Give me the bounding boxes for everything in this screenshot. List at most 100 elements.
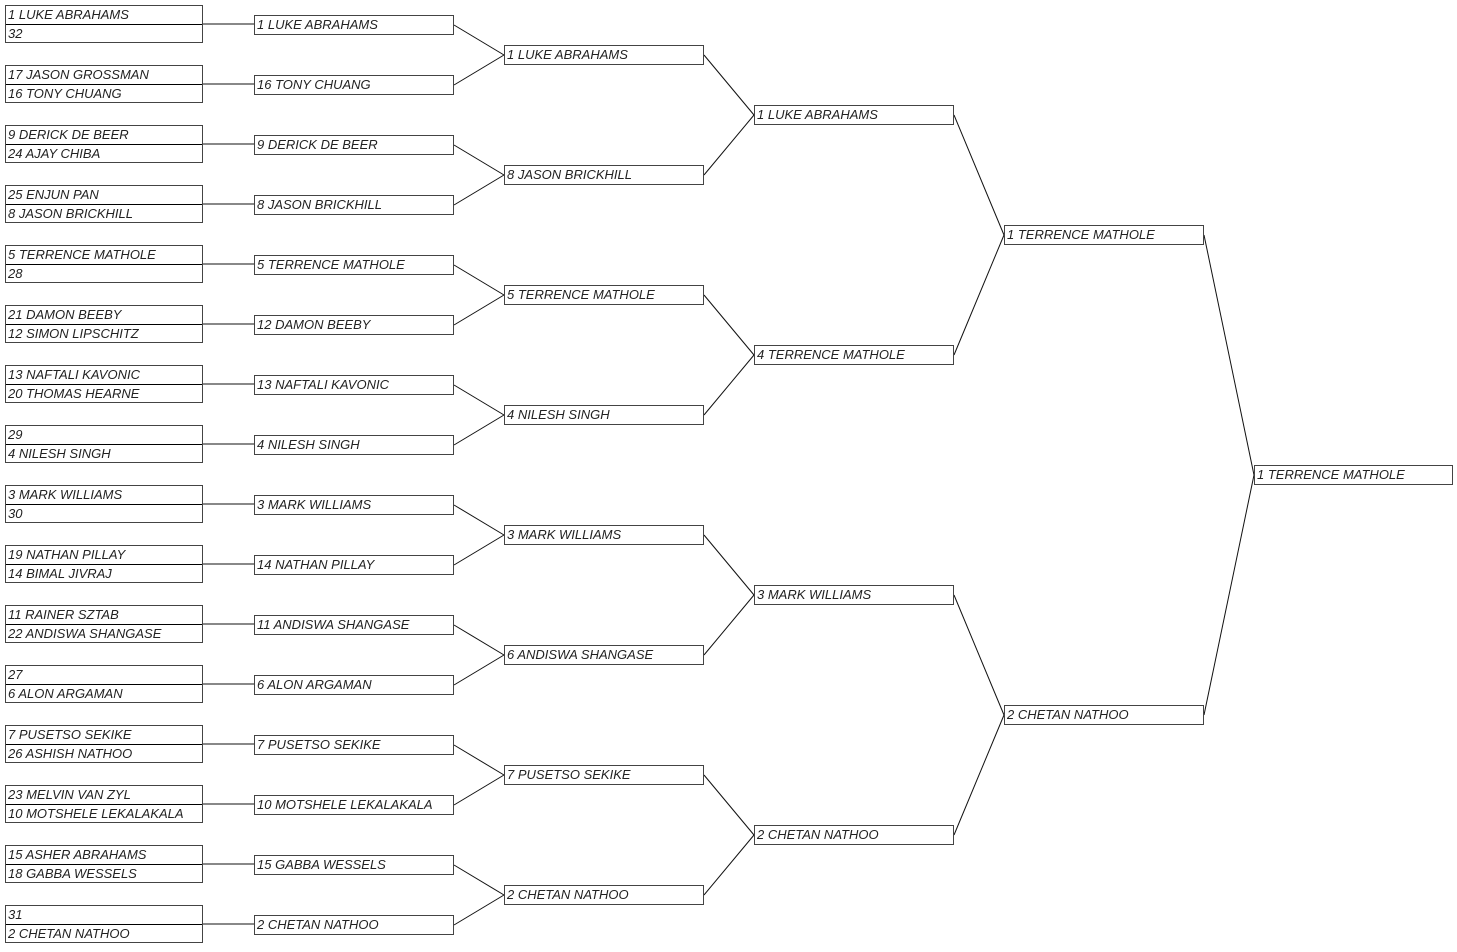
- match-slot: 9 DERICK DE BEER: [6, 126, 202, 145]
- round-5-box: 2 CHETAN NATHOO: [1004, 705, 1204, 725]
- player-name: 18 GABBA WESSELS: [8, 866, 137, 881]
- round-4-box: 1 LUKE ABRAHAMS: [754, 105, 954, 125]
- player-name: 8 JASON BRICKHILL: [507, 167, 632, 182]
- player-name: 4 TERRENCE MATHOLE: [757, 347, 905, 362]
- player-name: 1 LUKE ABRAHAMS: [507, 47, 628, 62]
- player-name: 12 SIMON LIPSCHITZ: [8, 326, 139, 341]
- player-name: 23 MELVIN VAN ZYL: [8, 787, 131, 802]
- first-round-match: 15 ASHER ABRAHAMS 18 GABBA WESSELS: [5, 845, 203, 883]
- round-2-box: 14 NATHAN PILLAY: [254, 555, 454, 575]
- player-name: 2 CHETAN NATHOO: [757, 827, 879, 842]
- match-slot: 29: [6, 426, 202, 445]
- connector-line: [703, 594, 755, 656]
- match-slot: 11 RAINER SZTAB: [6, 606, 202, 625]
- first-round-match: 29 4 NILESH SINGH: [5, 425, 203, 463]
- connector-line: [703, 534, 755, 596]
- round-2-box: 2 CHETAN NATHOO: [254, 915, 454, 935]
- player-name: 24 AJAY CHIBA: [8, 146, 101, 161]
- player-name: 16 TONY CHUANG: [8, 86, 122, 101]
- player-name: 9 DERICK DE BEER: [257, 137, 378, 152]
- player-name: 32: [8, 26, 23, 41]
- player-name: 2 CHETAN NATHOO: [507, 887, 629, 902]
- round-3-box: 1 LUKE ABRAHAMS: [504, 45, 704, 65]
- match-slot: 23 MELVIN VAN ZYL: [6, 786, 202, 805]
- connector-line: [703, 834, 755, 896]
- player-name: 1 TERRENCE MATHOLE: [1007, 227, 1155, 242]
- round-3-box: 8 JASON BRICKHILL: [504, 165, 704, 185]
- player-name: 5 TERRENCE MATHOLE: [257, 257, 405, 272]
- player-name: 3 MARK WILLIAMS: [8, 487, 123, 502]
- connector-line: [1203, 474, 1255, 716]
- round-2-box: 3 MARK WILLIAMS: [254, 495, 454, 515]
- player-name: 8 JASON BRICKHILL: [8, 206, 133, 221]
- round-4-box: 2 CHETAN NATHOO: [754, 825, 954, 845]
- round-2-box: 10 MOTSHELE LEKALAKALA: [254, 795, 454, 815]
- player-name: 15 ASHER ABRAHAMS: [8, 847, 147, 862]
- match-slot: 27: [6, 666, 202, 685]
- match-slot: 5 TERRENCE MATHOLE: [6, 246, 202, 265]
- champion-box: 1 TERRENCE MATHOLE: [1254, 465, 1453, 485]
- match-slot: 3 MARK WILLIAMS: [6, 486, 202, 505]
- round-2-box: 1 LUKE ABRAHAMS: [254, 15, 454, 35]
- player-name: 22 ANDISWA SHANGASE: [8, 626, 162, 641]
- player-name: 13 NAFTALI KAVONIC: [257, 377, 389, 392]
- connector-line: [453, 54, 505, 86]
- round-4-box: 3 MARK WILLIAMS: [754, 585, 954, 605]
- connector-line: [453, 894, 505, 926]
- player-name: 8 JASON BRICKHILL: [257, 197, 382, 212]
- player-name: 27: [8, 667, 23, 682]
- match-slot: 15 ASHER ABRAHAMS: [6, 846, 202, 865]
- connector-line: [453, 774, 505, 806]
- connector-line: [703, 114, 755, 176]
- match-slot: 16 TONY CHUANG: [6, 85, 202, 103]
- match-slot: 10 MOTSHELE LEKALAKALA: [6, 805, 202, 823]
- player-name: 12 DAMON BEEBY: [257, 317, 371, 332]
- match-slot: 20 THOMAS HEARNE: [6, 385, 202, 403]
- player-name: 10 MOTSHELE LEKALAKALA: [8, 806, 184, 821]
- player-name: 21 DAMON BEEBY: [8, 307, 122, 322]
- connector-line: [453, 144, 505, 176]
- player-name: 13 NAFTALI KAVONIC: [8, 367, 140, 382]
- connector-line: [453, 24, 505, 56]
- connector-line: [453, 864, 505, 896]
- round-3-box: 2 CHETAN NATHOO: [504, 885, 704, 905]
- match-slot: 4 NILESH SINGH: [6, 445, 202, 463]
- first-round-match: 27 6 ALON ARGAMAN: [5, 665, 203, 703]
- connector-line: [453, 174, 505, 206]
- round-2-box: 4 NILESH SINGH: [254, 435, 454, 455]
- round-2-box: 6 ALON ARGAMAN: [254, 675, 454, 695]
- connector-line: [703, 54, 755, 116]
- round-2-box: 13 NAFTALI KAVONIC: [254, 375, 454, 395]
- round-4-box: 4 TERRENCE MATHOLE: [754, 345, 954, 365]
- match-slot: 13 NAFTALI KAVONIC: [6, 366, 202, 385]
- player-name: 5 TERRENCE MATHOLE: [8, 247, 156, 262]
- player-name: 29: [8, 427, 23, 442]
- champion-name: 1 TERRENCE MATHOLE: [1257, 467, 1405, 482]
- player-name: 26 ASHISH NATHOO: [8, 746, 133, 761]
- player-name: 16 TONY CHUANG: [257, 77, 371, 92]
- connector-line: [453, 744, 505, 776]
- round-5-box: 1 TERRENCE MATHOLE: [1004, 225, 1204, 245]
- player-name: 10 MOTSHELE LEKALAKALA: [257, 797, 433, 812]
- player-name: 2 CHETAN NATHOO: [257, 917, 379, 932]
- player-name: 1 LUKE ABRAHAMS: [257, 17, 378, 32]
- connector-line: [453, 624, 505, 656]
- connector-line: [703, 294, 755, 356]
- match-slot: 22 ANDISWA SHANGASE: [6, 625, 202, 643]
- round-2-box: 7 PUSETSO SEKIKE: [254, 735, 454, 755]
- player-name: 28: [8, 266, 23, 281]
- player-name: 2 CHETAN NATHOO: [1007, 707, 1129, 722]
- match-slot: 1 LUKE ABRAHAMS: [6, 6, 202, 25]
- match-slot: 6 ALON ARGAMAN: [6, 685, 202, 703]
- connector-line: [953, 714, 1005, 836]
- player-name: 14 BIMAL JIVRAJ: [8, 566, 112, 581]
- connector-line: [953, 114, 1005, 236]
- player-name: 15 GABBA WESSELS: [257, 857, 386, 872]
